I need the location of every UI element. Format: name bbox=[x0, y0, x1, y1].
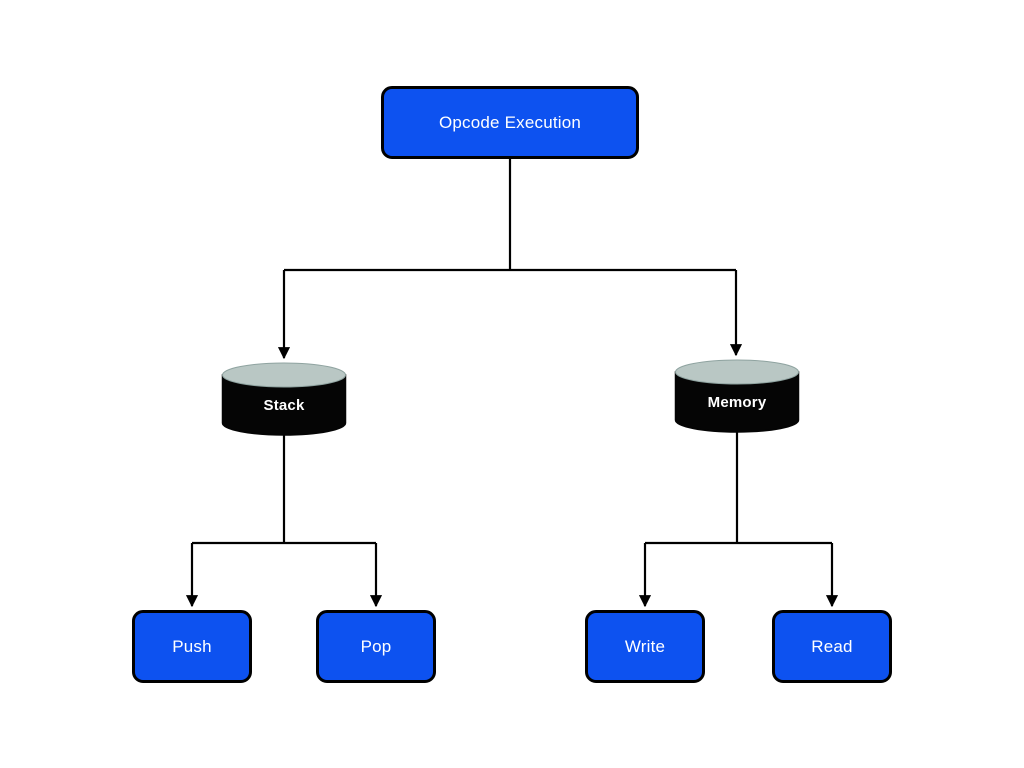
node-pop-label: Pop bbox=[360, 636, 392, 656]
node-write[interactable]: Write bbox=[585, 610, 705, 683]
node-write-label: Write bbox=[624, 636, 666, 656]
node-read-label: Read bbox=[811, 636, 853, 656]
node-stack[interactable]: Stack bbox=[221, 362, 347, 436]
cylinder-shape-icon bbox=[674, 359, 800, 433]
node-stack-label: Stack bbox=[263, 396, 305, 414]
node-memory-label: Memory bbox=[707, 393, 767, 411]
node-pop[interactable]: Pop bbox=[316, 610, 436, 683]
cylinder-shape-icon bbox=[221, 362, 347, 436]
node-memory[interactable]: Memory bbox=[674, 359, 800, 433]
node-push[interactable]: Push bbox=[132, 610, 252, 683]
node-opcode-execution[interactable]: Opcode Execution bbox=[381, 86, 639, 159]
node-push-label: Push bbox=[172, 636, 212, 656]
node-opcode-execution-label: Opcode Execution bbox=[438, 112, 582, 132]
node-read[interactable]: Read bbox=[772, 610, 892, 683]
